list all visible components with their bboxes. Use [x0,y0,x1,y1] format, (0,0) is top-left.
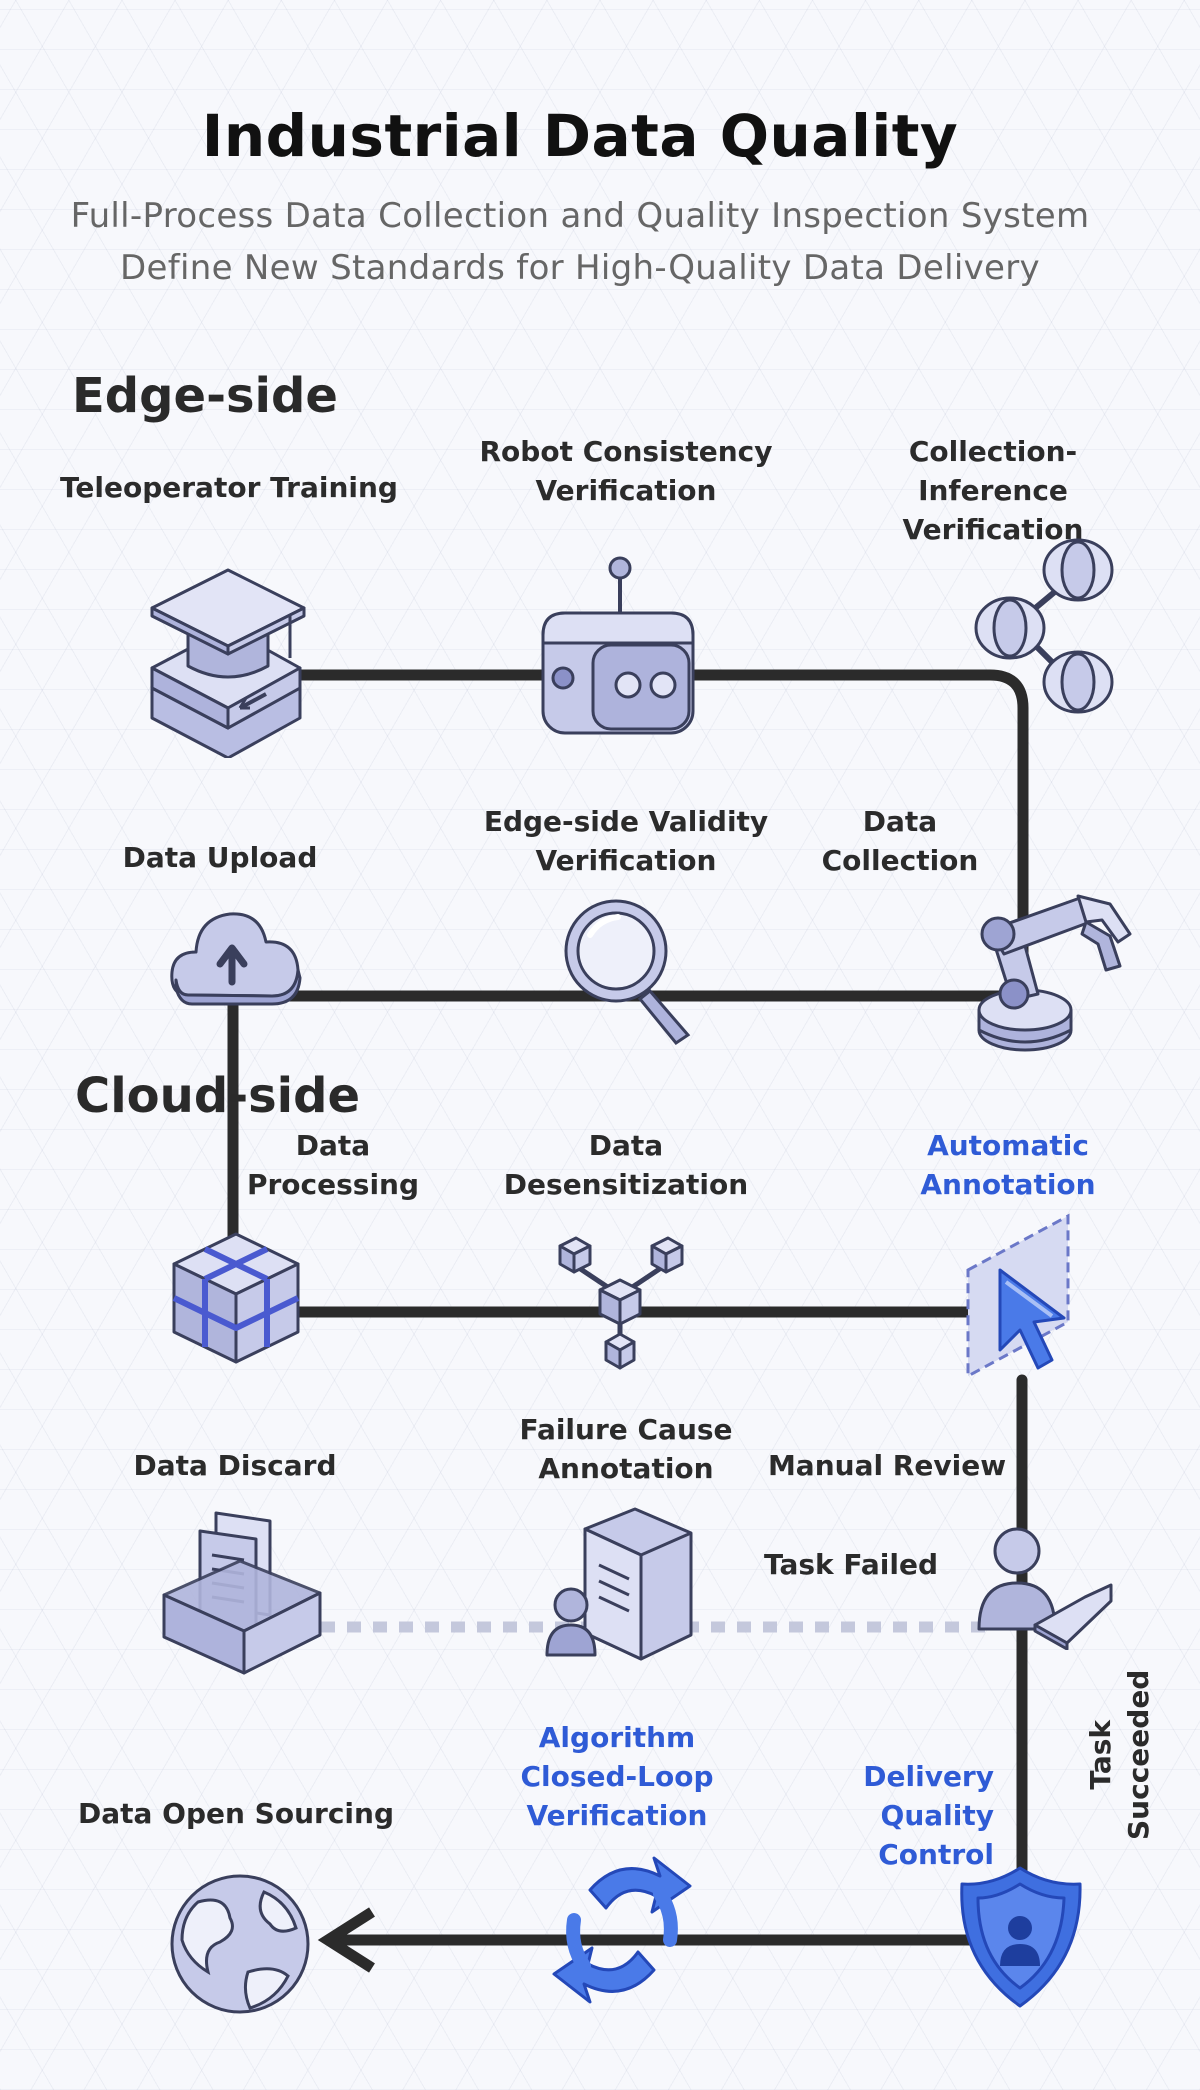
user-document-icon [545,1507,693,1661]
label-delivery-qc: Delivery Quality Control [863,1760,994,1871]
label-manual-review: Manual Review [767,1449,1007,1482]
label-data-collection: Data Collection [821,805,979,877]
molecule-icon [974,538,1114,714]
label-data-upload: Data Upload [122,841,318,874]
network-icon [558,1236,684,1370]
label-data-desensitization: Data Desensitization [503,1129,749,1201]
graduation-cap-icon [150,568,306,758]
label-task-succeeded: Task Succeeded [1084,1669,1155,1840]
globe-icon [170,1874,310,2014]
label-robot-consistency: Robot Consistency Verification [479,435,773,507]
label-teleoperator-training: Teleoperator Training [60,471,398,504]
section-cloud-side: Cloud-side [75,1068,361,1124]
magnifier-icon [564,899,691,1045]
label-collection-inference: Collection-Inference Verification [902,435,1084,546]
robot-icon [541,556,695,735]
section-edge-side: Edge-side [72,368,338,424]
label-automatic-annotation: Automatic Annotation [920,1129,1096,1201]
page-title: Industrial Data Quality [201,102,959,170]
subtitle-line-1: Full-Process Data Collection and Quality… [70,196,1090,236]
user-laptop-icon [977,1527,1113,1650]
label-failure-cause: Failure Cause Annotation [519,1413,733,1485]
robot-arm-icon [977,894,1132,1052]
label-data-open-sourcing: Data Open Sourcing [78,1797,394,1830]
cube-icon [172,1232,300,1364]
connector-training-to-collection [229,669,1029,996]
cursor-icon [966,1213,1070,1379]
document-tray-icon [162,1511,322,1675]
sync-icon [552,1856,692,2004]
shield-icon [960,1866,1082,2008]
cloud-upload-icon [170,912,302,1006]
label-data-discard: Data Discard [133,1449,337,1482]
label-edge-validity: Edge-side Validity Verification [483,805,769,877]
arrowhead-open-sourcing [317,1907,375,1973]
subtitle-line-2: Define New Standards for High-Quality Da… [120,248,1040,288]
label-task-failed: Task Failed [763,1548,939,1581]
label-algorithm-closed-loop: Algorithm Closed-Loop Verification [520,1721,714,1832]
label-data-processing: Data Processing [246,1129,420,1201]
